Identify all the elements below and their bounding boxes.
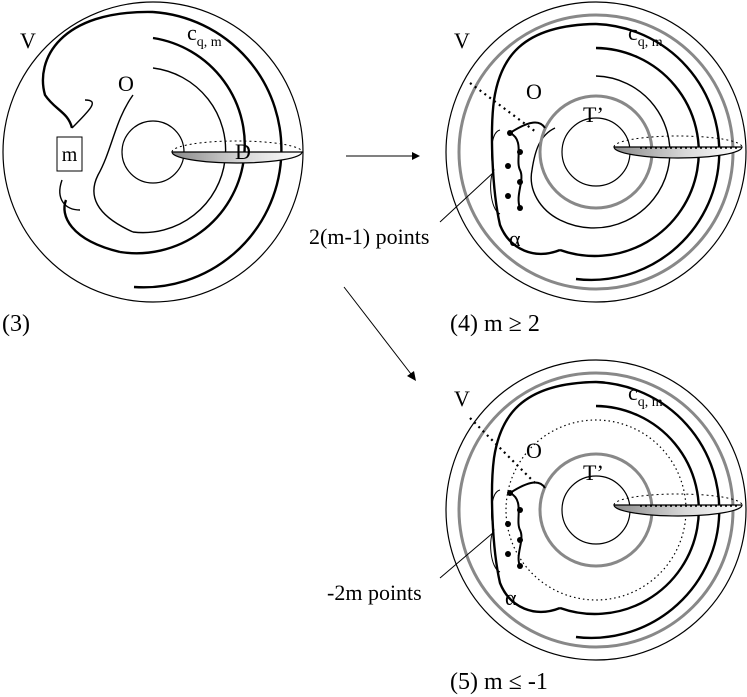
arrows <box>343 152 420 381</box>
solid-torus-outer-circle <box>445 359 747 661</box>
label-c-main: c <box>628 380 638 405</box>
label-c: cq, m <box>628 20 663 50</box>
disk-back-edge <box>613 135 743 148</box>
label-alpha: α <box>505 585 517 610</box>
label-D: D <box>235 139 251 164</box>
label-V: V <box>20 28 36 53</box>
points-label: 2(m-1) points <box>309 224 429 249</box>
label-T-prime: T’ <box>583 102 604 127</box>
solid-torus-outer-circle <box>2 1 304 303</box>
disk <box>613 146 743 159</box>
label-c-subscript: q, m <box>638 395 663 410</box>
label-T-prime: T’ <box>583 460 604 485</box>
point-2 <box>517 149 523 155</box>
curve-c-outer-strand <box>575 22 721 282</box>
twist-strand-b <box>59 179 81 211</box>
panel-5: V cq, m O T’ α -2m points (5) m ≤ -1 <box>327 359 747 695</box>
arc-alpha-top <box>509 121 546 134</box>
point-3 <box>505 163 511 169</box>
points-leader-line <box>439 171 495 223</box>
disk-D <box>171 151 303 164</box>
label-c-main: c <box>628 20 638 45</box>
disk-D-back-edge <box>171 140 303 153</box>
curve-c-left-arc <box>490 22 597 255</box>
curve-O-twist <box>93 94 134 233</box>
panel-3: m V cq, m O D (3) <box>2 1 304 337</box>
point-4 <box>517 537 523 543</box>
twist-box <box>56 136 83 172</box>
label-O: O <box>526 438 542 463</box>
arc-alpha <box>509 132 523 209</box>
points-leader-line <box>439 531 495 579</box>
curve-c-middle-strand <box>559 404 700 616</box>
point-6 <box>517 563 523 569</box>
twist-strand-a <box>71 99 93 129</box>
point-5 <box>505 193 511 199</box>
disk-back-edge <box>613 493 743 506</box>
curve-c-outer-strand <box>575 380 721 640</box>
curve-O-inner-arc <box>530 127 561 221</box>
arrow-to-panel-5 <box>343 286 412 375</box>
point-6 <box>517 205 523 211</box>
point-1 <box>507 490 513 496</box>
caption-panel-3: (3) <box>2 311 30 337</box>
label-c-subscript: q, m <box>638 35 663 50</box>
curve-c-left-arc <box>490 380 597 613</box>
label-c: cq, m <box>628 380 663 410</box>
solid-torus-outer-circle <box>445 1 747 303</box>
curve-c-lower-arc <box>63 199 121 254</box>
curve-O-strand <box>559 75 671 229</box>
dotted-line-V <box>469 82 537 133</box>
point-5 <box>505 551 511 557</box>
arrowhead-to-panel-4 <box>412 152 420 160</box>
arrowhead-to-panel-5 <box>407 371 416 381</box>
caption-panel-4: (4) m ≥ 2 <box>450 311 540 337</box>
panel-4: V cq, m O T’ α 2(m-1) points (4) m ≥ 2 <box>309 1 747 337</box>
label-c: cq, m <box>187 20 222 50</box>
twist-box-label: m <box>62 144 78 166</box>
brace <box>490 129 501 215</box>
label-V: V <box>454 28 470 53</box>
label-alpha: α <box>509 226 521 251</box>
point-3 <box>505 521 511 527</box>
label-c-main: c <box>187 20 197 45</box>
point-4 <box>517 179 523 185</box>
disk <box>613 504 743 517</box>
caption-panel-5: (5) m ≤ -1 <box>450 669 548 695</box>
curve-c-middle-strand <box>559 46 700 258</box>
curve-c-left-arc <box>41 10 154 129</box>
label-O: O <box>526 79 542 104</box>
label-O: O <box>118 71 134 96</box>
point-1 <box>507 130 513 136</box>
label-V: V <box>454 386 470 411</box>
arc-alpha-top <box>509 481 546 494</box>
points-label: -2m points <box>327 580 422 605</box>
arc-alpha <box>509 492 523 567</box>
label-c-subscript: q, m <box>197 35 222 50</box>
point-2 <box>517 507 523 513</box>
brace <box>490 489 501 573</box>
